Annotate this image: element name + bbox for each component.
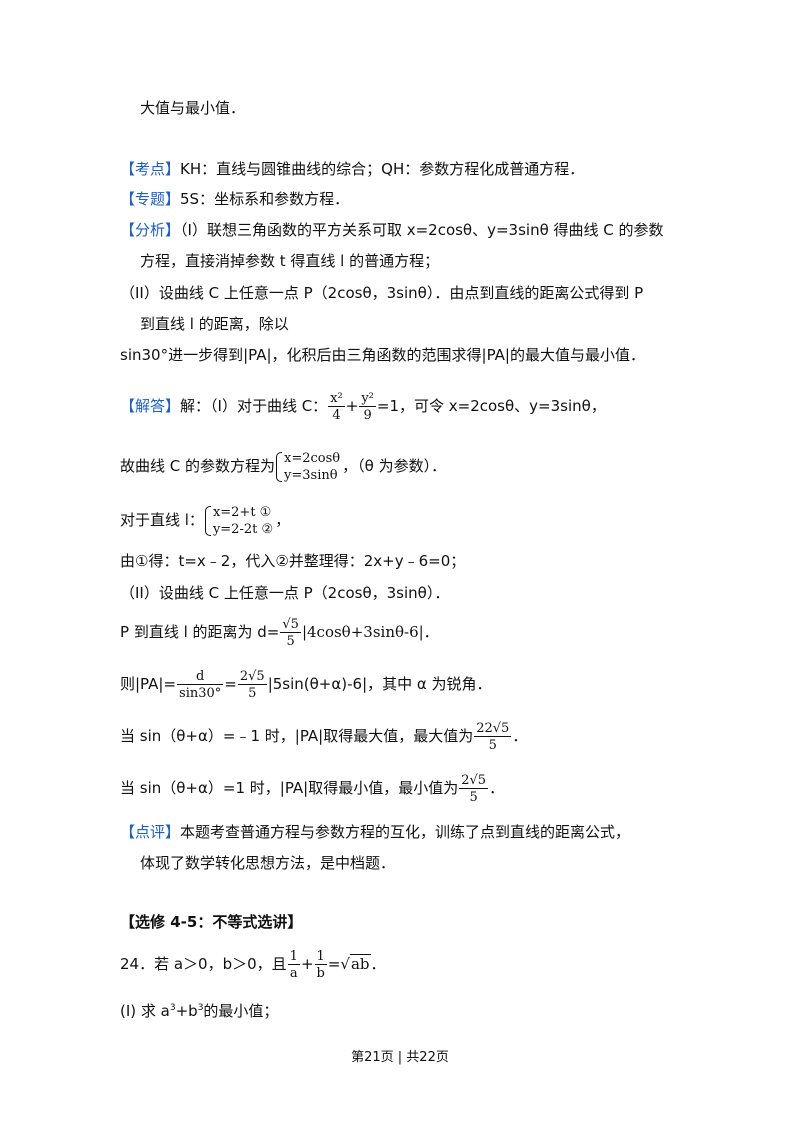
section-heading: 【选修 4-5：不等式选讲】 [120,913,303,931]
fenxi-line-1: 【分析】（I）联想三角函数的平方关系可取 x=2cosθ、y=3sinθ 得曲线… [120,220,664,240]
question-24-part-1: (I) 求 a3+b3的最小值； [120,1002,279,1020]
dianping-line-1: 【点评】本题考查普通方程与参数方程的互化，训练了点到直线的距离公式， [120,823,631,841]
fenxi-line-5: sin30°进一步得到|PA|，化积后由三角函数的范围求得|PA|的最大值与最小… [120,346,645,364]
fenxi-tag: 【分析】 [120,221,181,239]
jieda-line-5: （II）设曲线 C 上任意一点 P（2cosθ，3sinθ）． [120,584,450,602]
fenxi-line-4: 到直线 l 的距离，除以 [140,315,289,333]
zhuanti-text: 5S：坐标系和参数方程． [180,190,350,208]
jieda-tag: 【解答】 [120,397,181,415]
zhuanti-line: 【专题】5S：坐标系和参数方程． [120,189,349,209]
page-footer: 第21页 | 共22页 [351,1050,449,1065]
jieda-text-1a: 解：（I）对于曲线 C： [180,397,328,415]
fenxi-text-1: （I）联想三角函数的平方关系可取 x=2cosθ、y=3sinθ 得曲线 C 的… [180,221,664,239]
kaodian-tag: 【考点】 [120,160,181,178]
sqrt-ab: √ab [340,954,371,973]
dianping-tag: 【点评】 [120,823,181,841]
kaodian-text: KH：直线与圆锥曲线的综合；QH：参数方程化成普通方程． [180,160,585,178]
jieda-text-1b: =1，可令 x=2cosθ、y=3sinθ， [376,397,606,415]
kaodian-line: 【考点】KH：直线与圆锥曲线的综合；QH：参数方程化成普通方程． [120,159,584,179]
zhuanti-tag: 【专题】 [120,190,181,208]
fenxi-line-3: （II）设曲线 C 上任意一点 P（2cosθ，3sinθ）．由点到直线的距离公… [120,284,644,302]
jieda-line-4: 由①得：t=x﹣2，代入②并整理得：2x+y﹣6=0； [120,552,466,570]
dianping-line-2: 体现了数学转化思想方法，是中档题． [140,854,396,872]
fenxi-line-2: 方程，直接消掉参数 t 得直线 l 的普通方程； [140,252,440,270]
intro-line: 大值与最小值． [140,99,246,117]
